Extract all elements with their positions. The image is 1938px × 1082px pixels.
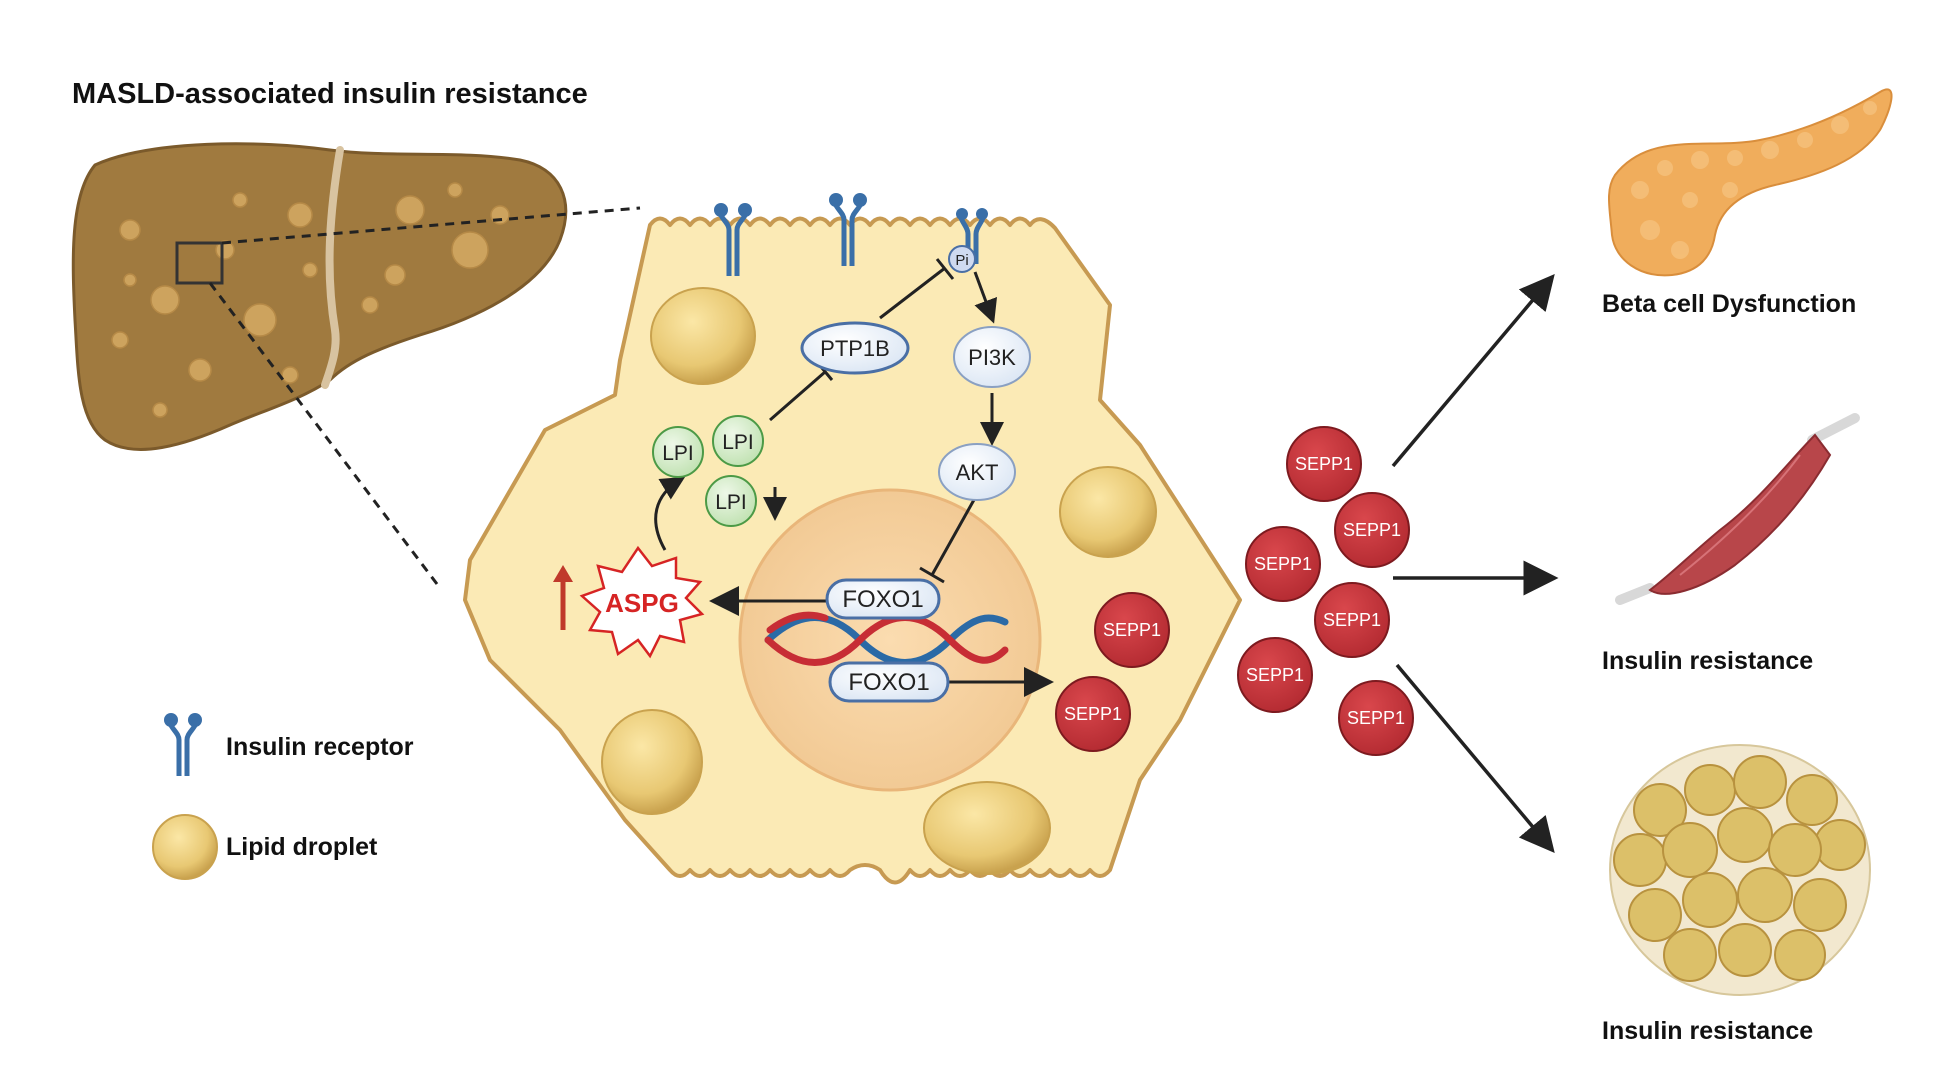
akt-node: AKT	[938, 443, 1016, 501]
outcome-arrows	[1391, 273, 1559, 854]
lipid-droplet-icon	[601, 709, 703, 815]
insulin-receptor-icon	[956, 208, 988, 264]
insulin-receptor-icon	[829, 193, 867, 266]
sepp1-label: SEPP1	[1103, 620, 1161, 640]
ptp1b-node: PTP1B	[800, 321, 910, 375]
sepp1-node: SEPP1	[1055, 676, 1131, 752]
lipid-droplet-icon	[1059, 466, 1157, 558]
legend-receptor-label: Insulin receptor	[226, 733, 414, 761]
lpi-node: LPI	[705, 475, 757, 527]
lpi-label: LPI	[715, 491, 747, 514]
pancreas-icon	[1608, 88, 1893, 277]
sepp1-node: SEPP1	[1245, 526, 1321, 602]
membrane-receptors	[714, 193, 988, 276]
legend-droplet-icon	[152, 814, 218, 880]
lpi-group: LPI LPI LPI	[652, 415, 764, 527]
akt-label: AKT	[956, 460, 999, 485]
lipid-droplet-icon	[923, 781, 1051, 875]
lpi-node: LPI	[652, 426, 704, 478]
sepp1-node: SEPP1	[1334, 492, 1410, 568]
zoom-line-top	[221, 206, 641, 245]
lpi-label: LPI	[722, 431, 754, 454]
aspg-label: ASPG	[605, 588, 679, 618]
sepp1-label: SEPP1	[1246, 665, 1304, 685]
foxo1-node-bottom: FOXO1	[828, 661, 950, 703]
cell-lipid-droplets	[601, 287, 1157, 875]
adipose-tissue-icon	[1609, 744, 1871, 996]
outcome-pancreas-label: Beta cell Dysfunction	[1602, 290, 1857, 318]
sepp1-node: SEPP1	[1237, 637, 1313, 713]
sepp1-label: SEPP1	[1343, 520, 1401, 540]
legend-receptor-icon	[164, 713, 202, 776]
pi3k-label: PI3K	[968, 345, 1016, 370]
legend-droplet-label: Lipid droplet	[226, 833, 378, 861]
nucleus	[738, 488, 1042, 792]
sepp1-label: SEPP1	[1295, 454, 1353, 474]
lipid-droplet-icon	[650, 287, 756, 385]
phosphate-node: Pi	[948, 245, 976, 273]
pi3k-node: PI3K	[953, 326, 1031, 388]
outcome-muscle-label: Insulin resistance	[1602, 647, 1814, 675]
sepp1-label: SEPP1	[1254, 554, 1312, 574]
liver-icon	[71, 142, 568, 451]
sepp1-cell-group: SEPP1 SEPP1	[1055, 592, 1170, 752]
up-arrow-head	[553, 565, 573, 582]
outcome-adipose-label: Insulin resistance	[1602, 1017, 1814, 1045]
aspg-node: ASPG	[553, 545, 705, 659]
lpi-label: LPI	[662, 442, 694, 465]
sepp1-node: SEPP1	[1338, 680, 1414, 756]
foxo1-label: FOXO1	[848, 669, 929, 696]
sepp1-node: SEPP1	[1314, 582, 1390, 658]
insulin-receptor-icon	[714, 203, 752, 276]
foxo1-label: FOXO1	[842, 586, 923, 613]
muscle-icon	[1615, 413, 1860, 605]
diagram-title: MASLD-associated insulin resistance	[72, 78, 588, 110]
signaling-connectors	[654, 258, 1054, 697]
sepp1-label: SEPP1	[1347, 708, 1405, 728]
sepp1-label: SEPP1	[1064, 704, 1122, 724]
ptp1b-label: PTP1B	[820, 336, 890, 361]
sepp1-label: SEPP1	[1323, 610, 1381, 630]
zoom-box	[175, 241, 224, 285]
sepp1-secreted-group: SEPP1 SEPP1 SEPP1 SEPP1 SEPP1 SEPP1	[1237, 426, 1414, 756]
sepp1-node: SEPP1	[1286, 426, 1362, 502]
foxo1-node-top: FOXO1	[825, 578, 941, 620]
sepp1-node: SEPP1	[1094, 592, 1170, 668]
phosphate-label: Pi	[955, 252, 968, 269]
lpi-node: LPI	[712, 415, 764, 467]
